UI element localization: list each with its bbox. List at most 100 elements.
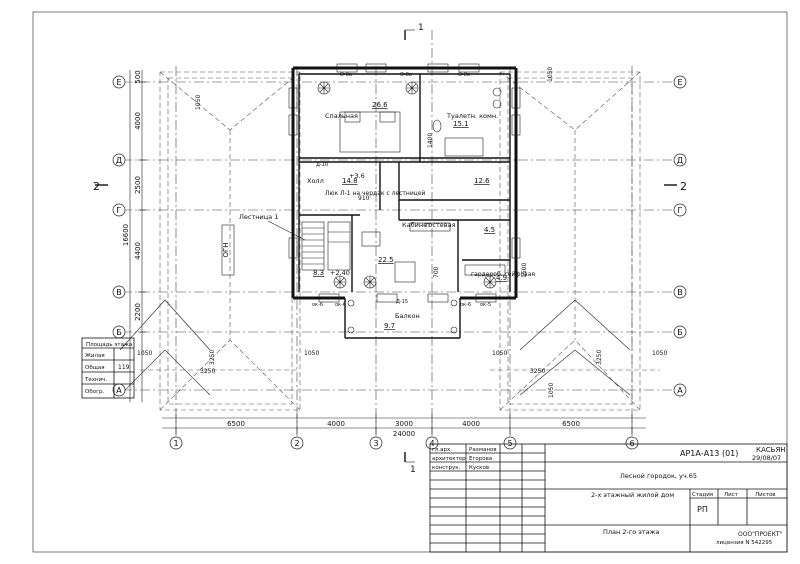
roof-outline-left: ОГН [159,71,301,411]
axis-left-D: Д [116,156,122,165]
dim-misc-4: 3250 [200,368,215,375]
sheet-frame [32,11,788,553]
dim-misc-7: 1050 [652,350,667,357]
windows [288,63,521,303]
dim-misc-11: 1400 [427,133,434,148]
dim-misc-5: 3250 [209,350,216,365]
area-row-0-label: Жилая [85,353,105,359]
dim-misc-12: 1500 [521,263,528,278]
dim-misc-8: 1050 [548,383,555,398]
dim-misc-15: 1050 [547,67,554,82]
axis-bubbles-right: Е Д Г В Б А [673,75,687,397]
dim-left-2: 4000 [134,112,142,130]
dim-misc-3: 1050 [304,350,319,357]
hatch-note: Люк Л-1 на чердак с лестницей [325,190,426,197]
axis-4: 4 [429,439,434,448]
balcony [344,298,461,339]
window-ok6b: ок-6 [335,302,346,308]
tb-stage: РП [697,505,708,514]
dim-misc-1: 1050 [195,95,202,110]
window-d15: Д-15 [396,299,408,305]
room-wardrobe-area: 4.9 [496,274,507,282]
tb-project: 2-х этажный жилой дом [591,491,674,499]
axis-left-B: Б [116,328,122,337]
dim-left-4: 4400 [134,242,142,260]
axis-right-A: А [677,386,683,395]
tb-role-0: гл.арх. [432,447,452,453]
grid-lines [122,30,678,440]
roof-outline-right [499,71,641,411]
axis-bubbles-left: Е Д Г В Б А [112,75,126,397]
window-ok6a: ок-6 [312,302,323,308]
dim-bottom-5: 6500 [562,420,580,428]
dim-bottom-1: 6500 [227,420,245,428]
room-balcony-name: Балкон [395,312,420,320]
roof-wings [119,299,660,396]
tb-company: ООО"ПРОЕКТ" [738,531,782,538]
room-wardrobe-name: гардероб. сейфовая [471,271,535,278]
tb-date: 29/08/07 [752,454,781,462]
tb-role-1: архитектор [432,456,466,462]
room-toilet-area: 15.1 [453,120,469,128]
dim-bottom-2: 4000 [327,420,345,428]
axis-1: 1 [173,439,178,448]
axis-3: 3 [373,439,378,448]
dimensions-left: 500 4000 2500 4400 2200 16600 [122,70,146,402]
dim-left-3: 2500 [134,176,142,194]
window-o8a-3: О-8а [458,72,470,78]
dim-left-total: 16600 [122,224,130,246]
axis-left-V: В [116,288,122,297]
dim-bottom-total: 24000 [393,430,415,438]
room-hall-area: 14.8 [342,177,358,185]
room-toilet-name: Туалетн. комн. [446,112,498,120]
window-d10: Д-10 [316,162,328,168]
title-block: гл.арх. Рахманов архитектор Егорова конс… [429,443,788,553]
room-stair-name: Лестница 1 [239,213,278,221]
room-balcony-area: 9.7 [384,322,395,330]
room-126-area: 12.6 [474,177,490,185]
area-row-1-label: Общая [85,365,105,371]
dim-left-5: 2200 [134,303,142,321]
tb-sheet-title: План 2-го этажа [603,528,659,536]
area-row-2-label: Технич. [84,377,107,383]
room-office-area: 22.5 [378,256,394,264]
stairs [301,221,351,271]
area-table-header: Площадь этажа [86,342,132,348]
tb-role-2: конструк. [432,465,461,471]
level-hall: +3.6 [349,172,365,180]
dimensions-misc: 1050 1050 1050 3250 3250 1050 1050 1050 … [137,67,667,398]
axis-right-E: Е [677,78,682,87]
section-mark-left: 2 [93,180,100,193]
axis-5: 5 [507,439,512,448]
level-stair: +2.40 [330,269,350,277]
section-mark-bottom: 1 [410,465,416,475]
dim-misc-6: 1050 [492,350,507,357]
room-guest-area: 4.5 [484,226,495,234]
area-table: Площадь этажа Жилая Общая 119 Технич. Об… [81,337,135,399]
dim-misc-14: 910 [358,195,370,202]
section-mark-top: 1 [418,23,424,33]
axis-left-A: А [116,386,122,395]
dim-bottom-3: 3000 [395,420,413,428]
room-bedroom-name: Спальная [325,112,358,120]
axis-right-D: Д [677,156,683,165]
window-ok5: ок-5 [480,302,491,308]
axis-right-V: В [677,288,683,297]
tb-name-1: Егорова [469,456,492,462]
tb-stage-label: Стадия [692,492,713,498]
room-bedroom-area: 26.6 [372,101,388,109]
tb-sheets-label: Листов [755,492,776,498]
tb-client: КАСЬЯН [756,446,786,454]
area-row-3-label: Обогр. [85,389,104,395]
room-hall-name: Холл [307,177,324,185]
tb-name-2: Кусков [469,465,489,471]
tb-sheet-label: Лист [724,492,739,498]
tb-location: Лесной городок, уч.65 [620,472,697,480]
window-o8a-2: О-8а [400,72,412,78]
plant-icons [317,81,497,289]
section-marks: 1 1 2 2 [93,23,687,475]
furniture [339,87,506,283]
dimensions-bottom: 6500 4000 3000 4000 6500 24000 [162,414,646,438]
